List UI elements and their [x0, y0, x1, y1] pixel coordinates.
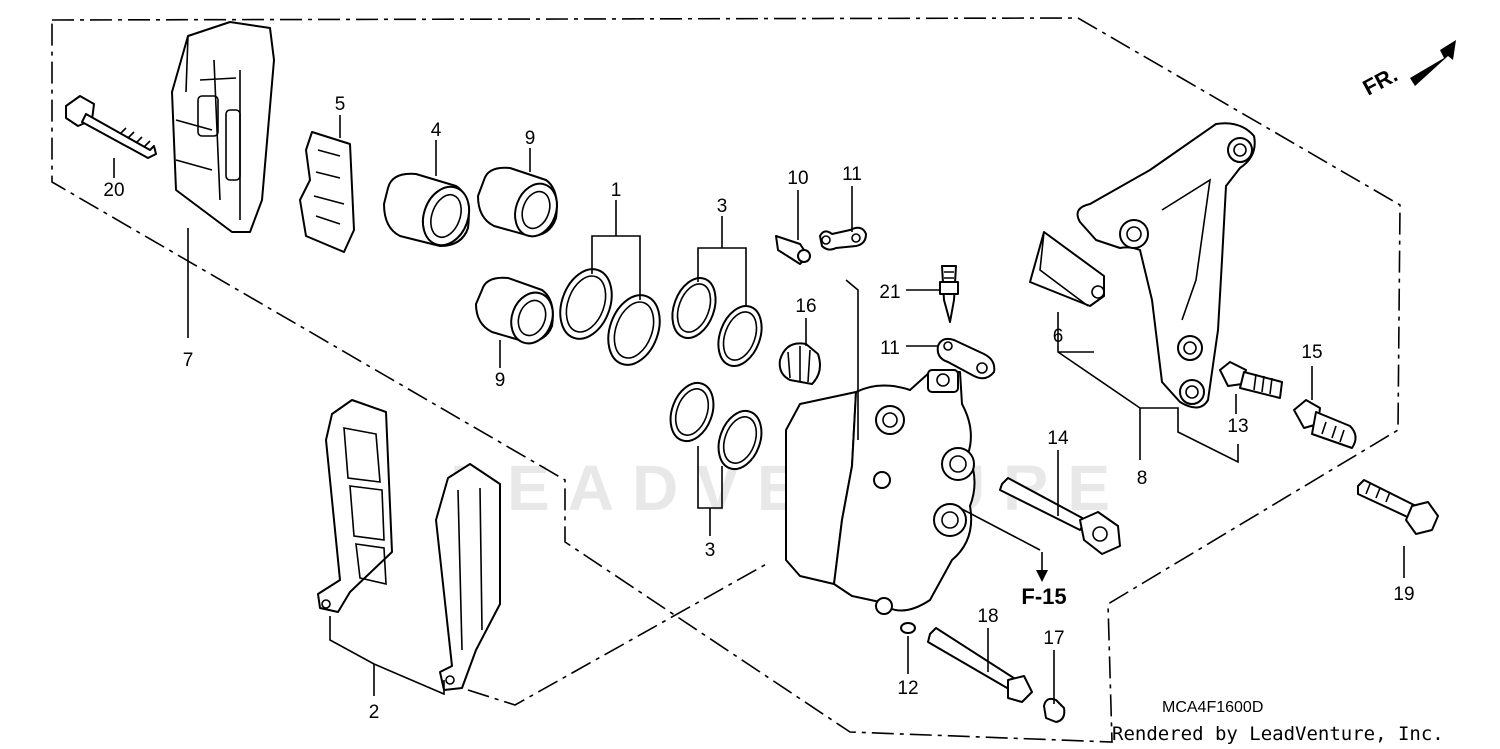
page-reference: F-15: [1021, 584, 1066, 609]
label-part-11-upper: 11: [842, 164, 862, 185]
assembly-outline-lower: [467, 561, 771, 706]
boot-16: [778, 342, 821, 385]
piston-4: [383, 172, 471, 247]
front-marker-text: FR.: [1359, 62, 1402, 101]
bleeder-21: [939, 265, 959, 323]
label-part-21: 21: [879, 282, 900, 303]
pad-spring-5: [299, 131, 355, 253]
pad-retainer-6: [1029, 231, 1105, 307]
label-part-2: 2: [369, 702, 380, 723]
label-part-14: 14: [1047, 428, 1069, 449]
piston-9-upper: [477, 166, 558, 238]
label-part-15: 15: [1301, 342, 1322, 363]
pin-bolt-14: [999, 477, 1121, 555]
leader-lines: [113, 115, 1405, 704]
label-part-9-lower: 9: [495, 370, 506, 391]
caliper-body-7: [171, 21, 275, 233]
label-part-4: 4: [431, 120, 442, 141]
label-part-12: 12: [897, 678, 918, 699]
render-credit: Rendered by LeadVenture, Inc.: [1112, 723, 1444, 745]
label-part-5: 5: [335, 94, 346, 115]
front-arrow-icon: FR.: [1359, 40, 1456, 100]
label-part-10: 10: [787, 168, 808, 189]
assembly-outline: [51, 17, 1401, 743]
label-part-13: 13: [1227, 416, 1248, 437]
pin-18: [927, 627, 1033, 703]
washer-12: [900, 622, 916, 634]
label-part-19: 19: [1393, 584, 1414, 605]
label-part-6: 6: [1053, 326, 1064, 347]
pin-boot-15: [1293, 399, 1357, 449]
pin-13: [1219, 361, 1283, 399]
label-part-3-upper: 3: [717, 196, 728, 217]
label-part-18: 18: [977, 606, 998, 627]
diagram-code: MCA4F1600D: [1162, 699, 1263, 716]
bleeder-cap-11-upper: [819, 226, 867, 251]
label-part-20: 20: [103, 180, 124, 201]
label-part-16: 16: [795, 296, 816, 317]
label-part-17: 17: [1043, 628, 1064, 649]
label-part-7: 7: [183, 350, 194, 371]
bolt-19: [1357, 479, 1439, 535]
plug-17: [1043, 697, 1066, 723]
bolt-20: [65, 95, 157, 159]
label-part-3-lower: 3: [705, 540, 716, 561]
seal-set-3-upper: [671, 277, 763, 367]
label-part-8: 8: [1137, 468, 1148, 489]
brake-pads-2: [317, 399, 501, 691]
piston-9-lower: [475, 276, 554, 345]
bleeder-10: [775, 235, 811, 265]
label-part-11-lower: 11: [880, 338, 900, 359]
bleeder-cap-11-lower: [936, 337, 996, 380]
seal-set-1: [559, 268, 661, 366]
label-part-9-upper: 9: [525, 128, 536, 149]
caliper-main-body: [785, 369, 976, 615]
caliper-bracket-8: [1076, 122, 1256, 409]
seal-set-3-lower: [669, 381, 763, 471]
label-part-1: 1: [611, 180, 622, 201]
